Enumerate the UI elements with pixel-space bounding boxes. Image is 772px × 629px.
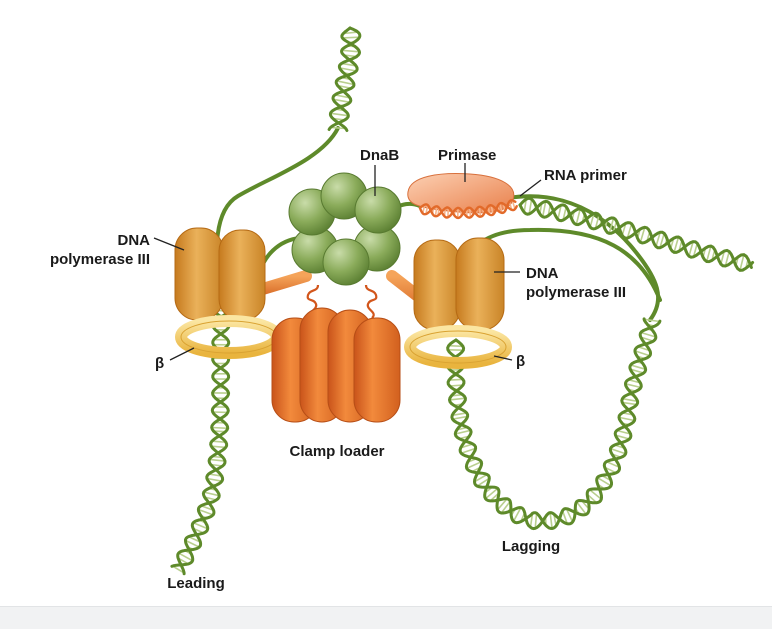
lagging-loop-helix — [448, 319, 660, 529]
dna-polymerase-iii-left — [175, 228, 265, 320]
clamp-loader — [272, 308, 400, 422]
base-pair-rung — [209, 459, 225, 461]
polymerase-right-lobe-b — [456, 238, 504, 330]
label-leading: Leading — [167, 575, 225, 592]
base-pair-rung — [342, 37, 359, 38]
base-pair-rung — [486, 488, 498, 498]
label-dnab: DnaB — [360, 147, 399, 164]
leader-beta-left — [170, 348, 194, 360]
clamp-loader-lobe-4 — [354, 318, 400, 422]
label-pol-left-line1: DNA — [118, 232, 151, 249]
label-pol-left-line2: polymerase III — [50, 251, 150, 268]
replisome-diagram: DnaB Primase RNA primer DNA polymerase I… — [0, 0, 772, 606]
parental-dna-helix — [329, 28, 360, 131]
beta-clamp-right — [410, 331, 506, 363]
dnab-helicase — [289, 173, 401, 285]
okazaki-fragment-helix-upper — [520, 198, 753, 270]
linker-coil-right — [366, 285, 376, 318]
label-primase: Primase — [438, 147, 496, 164]
base-pair-rung — [576, 209, 580, 225]
polymerase-left-lobe-b — [219, 230, 265, 320]
base-pair-rung — [342, 50, 360, 52]
leader-rna-primer — [520, 180, 541, 196]
base-pair-rung — [212, 428, 228, 429]
beta-clamp-left — [181, 321, 277, 353]
label-lagging: Lagging — [502, 538, 560, 555]
label-beta-left: β — [155, 355, 164, 372]
dna-polymerase-iii-right — [414, 238, 504, 330]
polymerase-right-lobe-a — [414, 240, 460, 330]
label-clamp-loader: Clamp loader — [289, 443, 384, 460]
helix-backbone-b — [448, 321, 660, 528]
label-beta-right: β — [516, 353, 525, 370]
base-pair-rung — [331, 113, 349, 115]
label-pol-right-line1: DNA — [526, 265, 559, 282]
label-rna-primer: RNA primer — [544, 167, 627, 184]
bottom-bar — [0, 606, 772, 629]
label-pol-right-line2: polymerase III — [526, 284, 626, 301]
polymerase-left-lobe-a — [175, 228, 223, 320]
helix-backbone-a — [448, 319, 656, 529]
base-pair-rung — [550, 513, 552, 529]
base-pair-rung — [450, 398, 466, 400]
